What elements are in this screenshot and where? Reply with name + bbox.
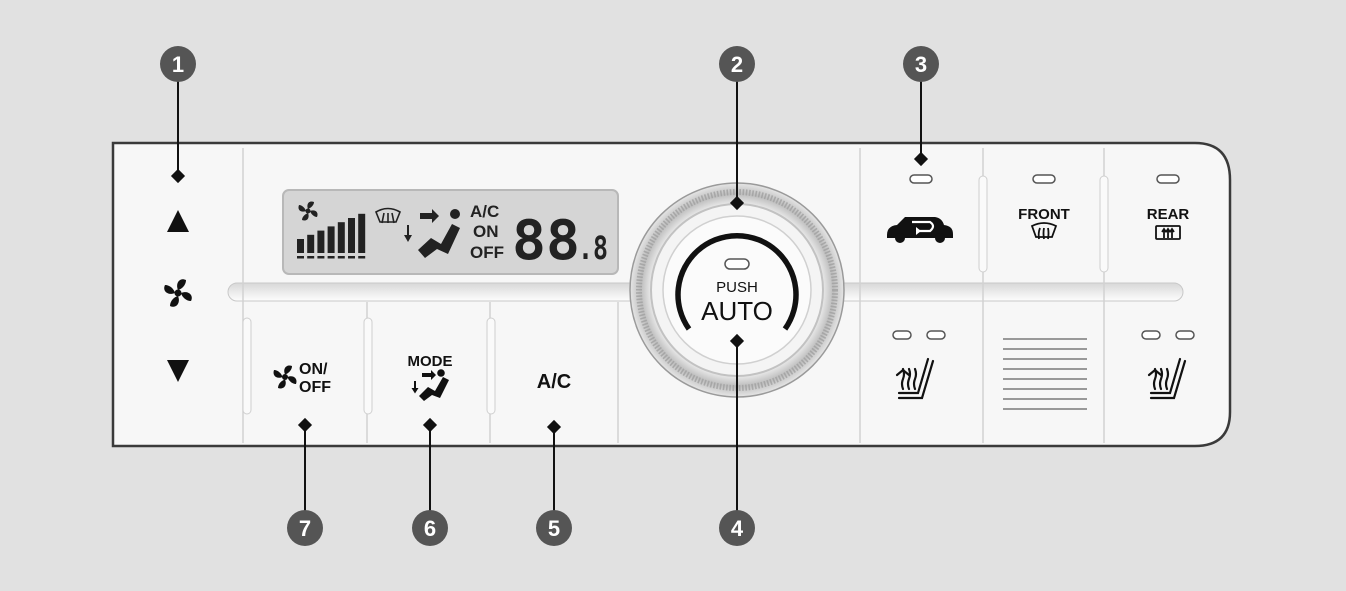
fan-speed-bars <box>297 213 366 259</box>
lcd-temperature-decimal: .8 <box>578 229 608 267</box>
leader-lines <box>177 80 922 512</box>
fan-speed-bar <box>337 222 345 253</box>
left-heated-seat-button[interactable] <box>892 330 946 400</box>
rear-defrost-indicator-light <box>1156 174 1180 184</box>
callout-2: 2 <box>719 46 755 82</box>
vent-grille <box>1003 338 1087 410</box>
callout-5: 5 <box>536 510 572 546</box>
callout-number: 7 <box>299 516 311 541</box>
rear-defrost-icon <box>1155 225 1181 240</box>
fan-speed-bar <box>348 218 355 253</box>
callout-number: 5 <box>548 516 560 541</box>
rear-defrost-label: REAR <box>1147 206 1190 223</box>
callout-4: 4 <box>719 510 755 546</box>
fan-speed-bar-base <box>297 256 304 259</box>
callout-7: 7 <box>287 510 323 546</box>
fan-speed-bar-base <box>327 256 335 259</box>
fan-speed-control[interactable] <box>164 210 192 382</box>
auto-indicator-light <box>724 258 750 270</box>
front-defrost-label: FRONT <box>1018 206 1070 223</box>
leader-endpoints <box>170 151 929 435</box>
right-seat-indicator-light-2 <box>1175 330 1195 340</box>
right-seat-indicator-light-1 <box>1141 330 1161 340</box>
ac-button[interactable]: A/C <box>537 371 571 393</box>
fan-speed-bar <box>297 239 304 253</box>
fan-speed-bar <box>327 226 335 253</box>
lcd-off-label: OFF <box>470 243 504 262</box>
lcd-ac-label: A/C <box>470 202 499 221</box>
callout-3: 3 <box>903 46 939 82</box>
front-defrost-button[interactable]: FRONT <box>1018 174 1070 240</box>
recirculation-icon <box>887 217 953 243</box>
fan-onoff-button[interactable]: ON/ OFF <box>273 361 332 396</box>
auto-label: AUTO <box>701 296 773 326</box>
triangle-down-icon[interactable] <box>167 360 189 382</box>
callout-number: 2 <box>731 52 743 77</box>
fan-speed-bar <box>358 213 366 253</box>
heated-seat-icon <box>895 357 935 400</box>
push-label: PUSH <box>716 279 758 296</box>
front-defrost-indicator-icon <box>375 207 401 224</box>
fan-speed-bar-base <box>358 256 366 259</box>
mode-label: MODE <box>408 353 453 370</box>
callout-number: 6 <box>424 516 436 541</box>
callout-6: 6 <box>412 510 448 546</box>
fan-speed-bar-base <box>348 256 355 259</box>
front-defrost-icon <box>1030 222 1058 240</box>
fan-on-label: ON/ <box>299 361 328 378</box>
front-defrost-indicator-light <box>1032 174 1056 184</box>
mode-icon <box>411 369 449 401</box>
recirculation-button[interactable] <box>887 174 953 243</box>
mode-indicator-icon <box>404 209 460 258</box>
callout-number: 1 <box>172 52 184 77</box>
fan-icon <box>298 201 318 221</box>
fan-speed-bar-base <box>317 256 325 259</box>
temperature-arc-indicator <box>675 233 799 331</box>
left-seat-indicator-light-1 <box>892 330 912 340</box>
heated-seat-icon <box>1147 357 1187 400</box>
callout-number: 3 <box>915 52 927 77</box>
fan-speed-bar <box>307 234 315 253</box>
mode-button[interactable]: MODE <box>408 353 453 401</box>
fan-off-label: OFF <box>299 379 331 396</box>
fan-icon <box>273 365 297 389</box>
fan-speed-bar <box>317 230 325 253</box>
right-heated-seat-button[interactable] <box>1141 330 1195 400</box>
triangle-up-icon[interactable] <box>167 210 189 232</box>
button-edge-slots <box>242 175 1109 415</box>
callout-1: 1 <box>160 46 196 82</box>
ac-button-label: A/C <box>537 371 571 393</box>
fan-speed-bar-base <box>307 256 315 259</box>
rear-defrost-button[interactable]: REAR <box>1147 174 1190 240</box>
lcd-on-label: ON <box>473 222 499 241</box>
recirculation-indicator-light <box>909 174 933 184</box>
fan-icon <box>164 279 192 307</box>
lcd-display: A/C ON OFF 88 .8 <box>282 189 619 275</box>
callout-number: 4 <box>731 516 744 541</box>
left-seat-indicator-light-2 <box>926 330 946 340</box>
fan-speed-bar-base <box>337 256 345 259</box>
lcd-temperature-main: 88 <box>512 209 580 272</box>
